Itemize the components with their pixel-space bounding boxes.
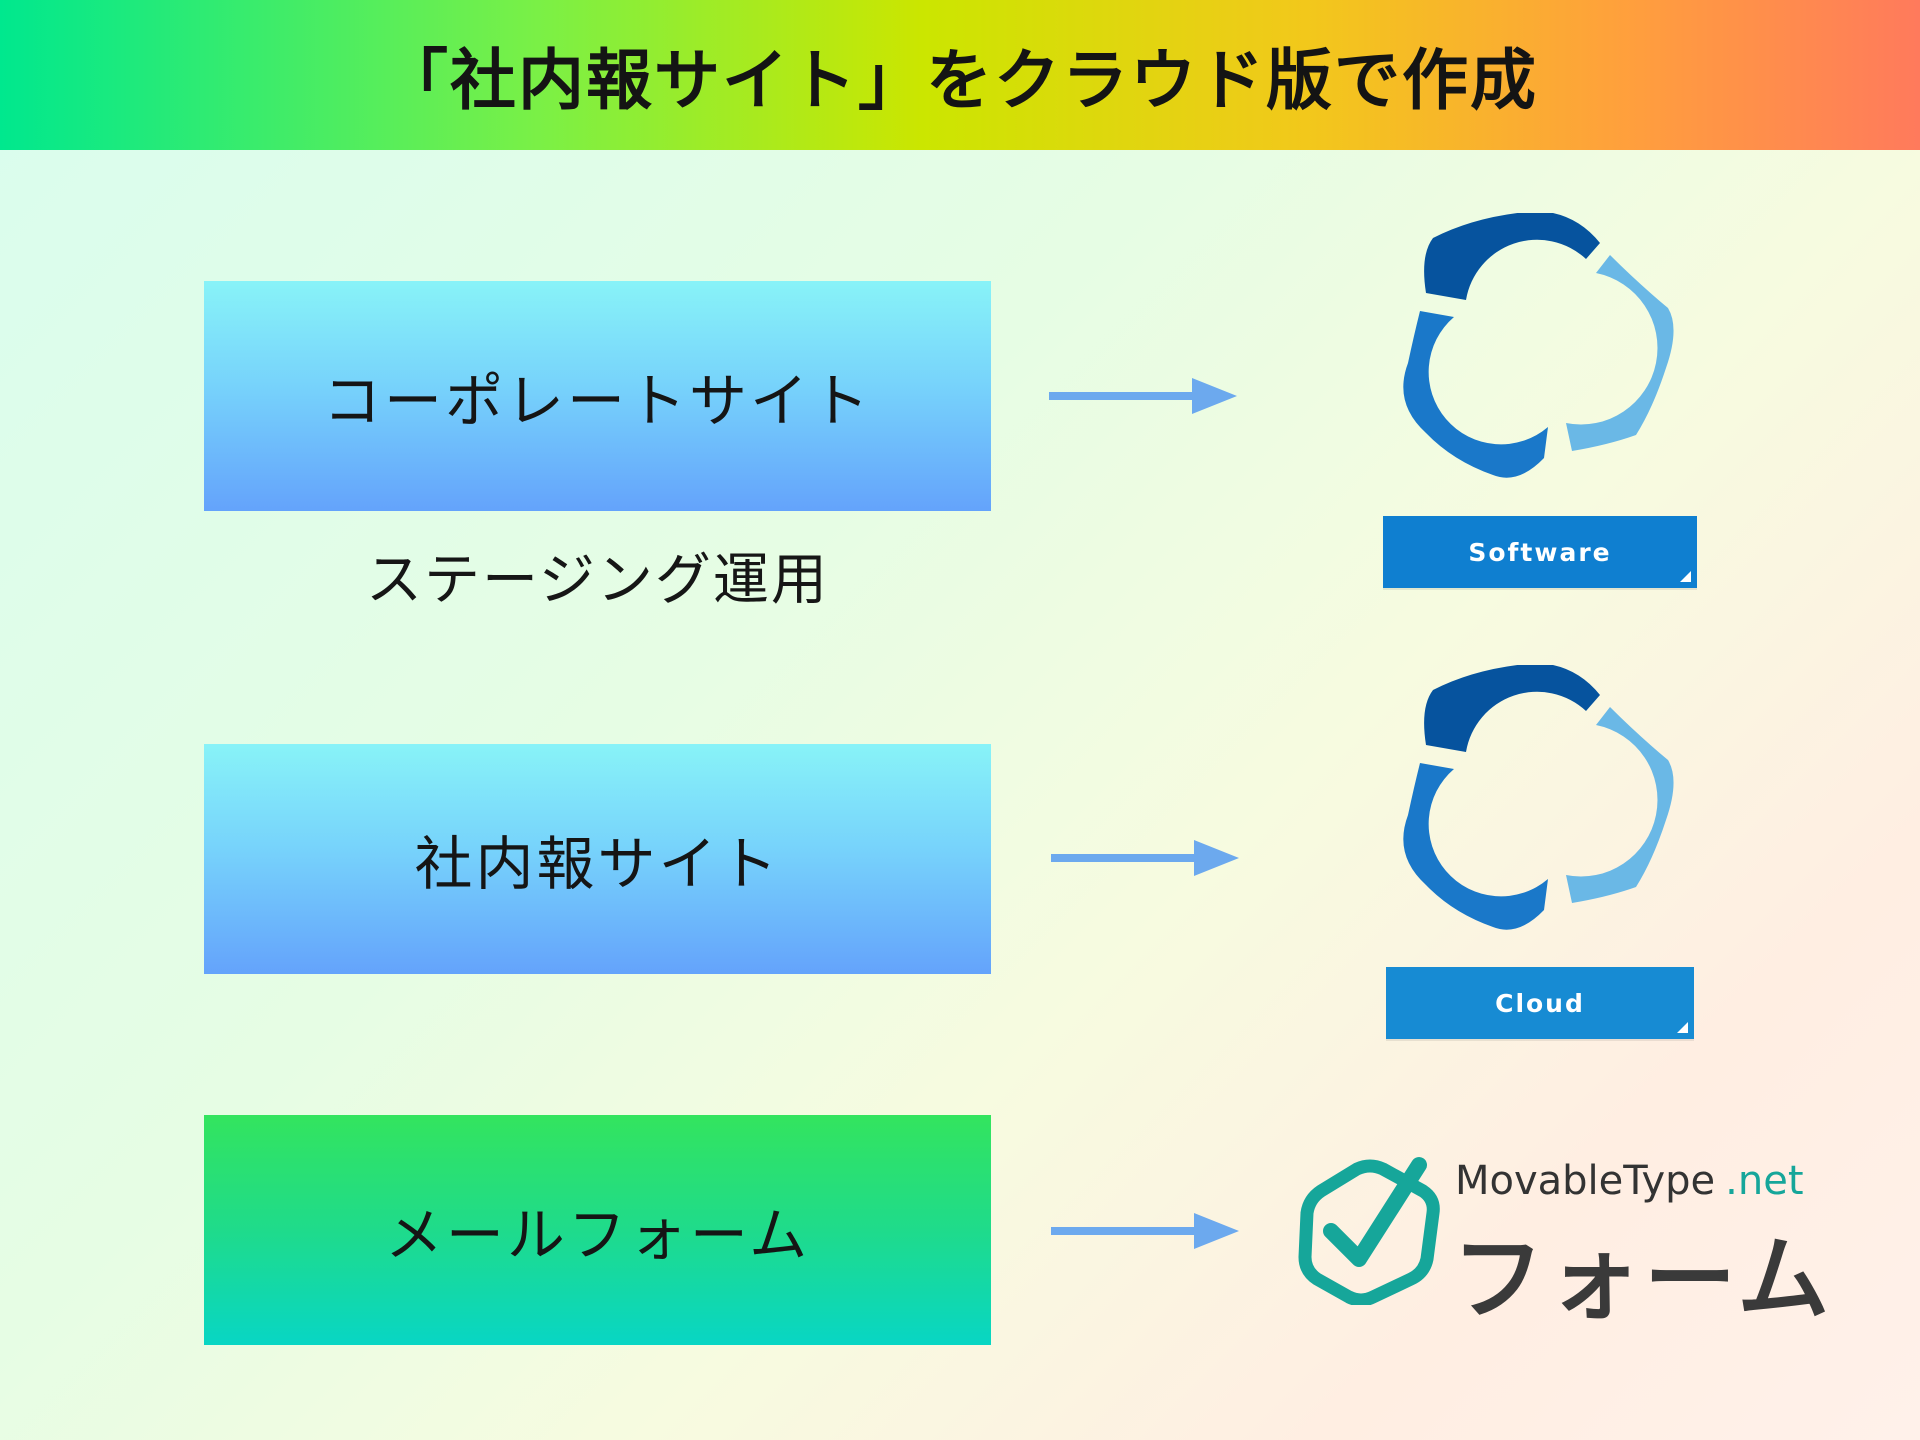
- logo-segments: [1403, 665, 1674, 930]
- arrow-right-icon: [1049, 378, 1237, 414]
- intranet-site-box: 社内報サイト: [204, 744, 991, 974]
- form-product-name: フォーム: [1452, 1226, 1834, 1333]
- brand-name: MovableType: [1455, 1158, 1716, 1204]
- movable-type-logo-icon: [1403, 665, 1674, 930]
- form-check-shield-icon: [1298, 1157, 1440, 1305]
- movable-type-logo-icon: [1403, 213, 1674, 478]
- logo-segments: [1403, 213, 1674, 478]
- arrow-right-icon: [1051, 1213, 1239, 1249]
- edition-label: Software: [1468, 537, 1612, 567]
- arrow-right-icon: [1051, 840, 1239, 876]
- brand-suffix: .net: [1725, 1158, 1804, 1204]
- form-brand-wordmark: MovableType.net: [1455, 1158, 1804, 1204]
- corporate-site-box: コーポレートサイト: [204, 281, 991, 511]
- page-title: 「社内報サイト」をクラウド版で作成: [382, 42, 1538, 119]
- badge-corner-icon: [1680, 571, 1691, 582]
- edition-label: Cloud: [1495, 988, 1585, 1018]
- badge-corner-icon: [1677, 1022, 1688, 1033]
- cloud-edition-badge: Cloud: [1386, 967, 1694, 1039]
- mail-form-box: メールフォーム: [204, 1115, 991, 1345]
- title-banner: 「社内報サイト」をクラウド版で作成: [0, 0, 1920, 150]
- staging-note: ステージング運用: [366, 548, 829, 613]
- software-edition-badge: Software: [1383, 516, 1697, 588]
